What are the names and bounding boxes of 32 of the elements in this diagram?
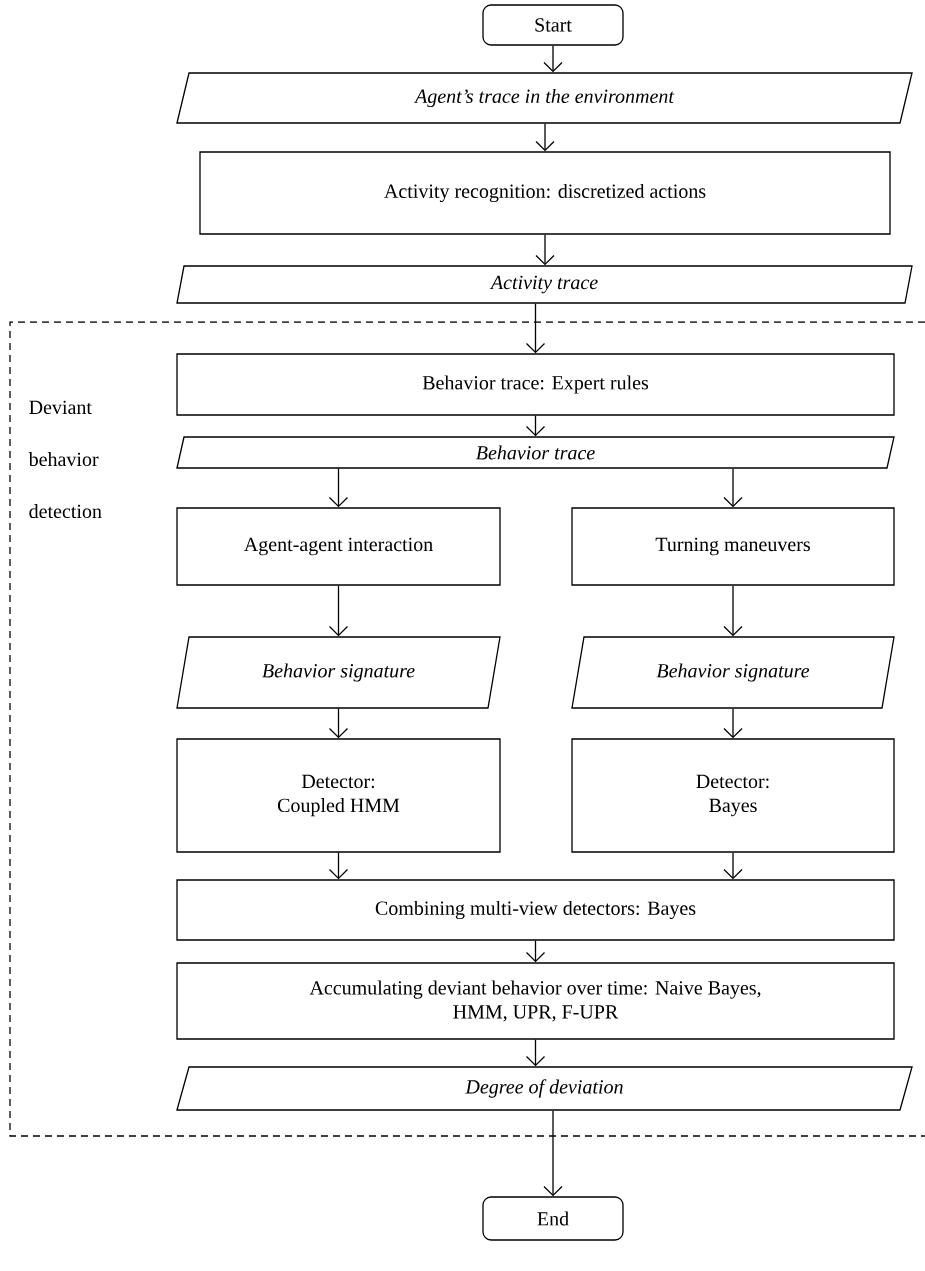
arrow: [328, 708, 349, 739]
process-box: Behavior trace: Expert rules: [176, 353, 895, 416]
arrow: [525, 940, 546, 963]
process-box: Detector: Bayes: [571, 738, 895, 853]
process-box: Activity recognition: discretized actions: [199, 151, 891, 235]
arrow: [328, 585, 349, 637]
data-parallelogram: Activity trace: [176, 265, 913, 304]
process-box: Accumulating deviant behavior over time: Naive Bayes, HMM, UPR, F-UPR: [176, 962, 895, 1040]
arrow: [525, 415, 546, 437]
process-box: Turning maneuvers: [571, 507, 895, 586]
process-box: Detector: Coupled HMM: [176, 738, 501, 853]
arrow: [535, 123, 555, 152]
arrow: [535, 234, 555, 266]
arrow: [723, 585, 743, 637]
process-box: Combining multi-view detectors: Bayes: [176, 879, 895, 941]
data-parallelogram: Behavior trace: [176, 436, 895, 469]
data-parallelogram: Behavior signature: [571, 636, 895, 709]
arrow: [328, 852, 349, 880]
arrow: [525, 1039, 546, 1067]
data-parallelogram: Degree of deviation: [176, 1066, 913, 1111]
arrow: [328, 468, 349, 508]
data-parallelogram: Agent’s trace in the environment: [176, 72, 913, 124]
arrow: [723, 468, 743, 508]
arrow: [543, 1110, 563, 1197]
terminal-box: End: [482, 1196, 624, 1241]
terminal-box: Start: [482, 4, 624, 46]
process-box: Agent-agent interaction: [176, 507, 501, 586]
arrow: [525, 303, 546, 354]
arrow: [543, 45, 563, 73]
arrow: [723, 852, 743, 880]
data-parallelogram: Behavior signature: [176, 636, 501, 709]
arrow: [723, 708, 743, 739]
